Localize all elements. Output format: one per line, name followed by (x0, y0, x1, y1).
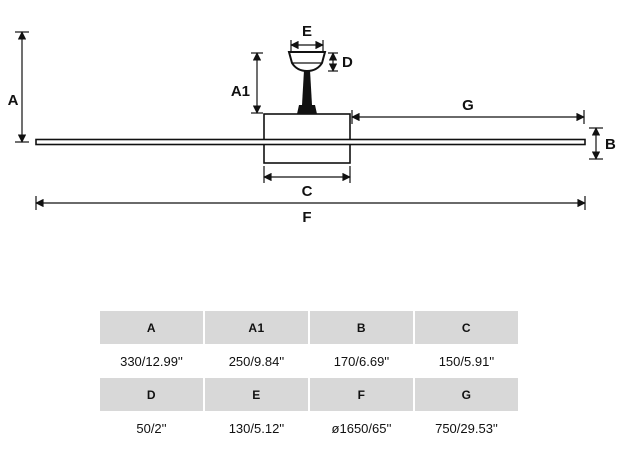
dimension-label-g: G (462, 97, 474, 114)
table-header-e: E (205, 378, 308, 411)
table-value-b: 170/6.69'' (310, 344, 413, 378)
dimension-label-b: B (605, 136, 616, 153)
dimension-label-e: E (302, 23, 312, 40)
table-value-c: 150/5.91'' (415, 344, 518, 378)
dimension-label-f: F (302, 209, 311, 226)
dimension-c (263, 166, 351, 183)
table-header-g: G (415, 378, 518, 411)
fan-blade (35, 138, 586, 146)
dimension-f (35, 196, 586, 210)
fan-dimension-svg: E D A1 A (8, 23, 616, 226)
dimension-a (15, 31, 29, 143)
dimension-b (589, 127, 603, 160)
table-header-d: D (100, 378, 203, 411)
table-header-f: F (310, 378, 413, 411)
table-header-a1: A1 (205, 311, 308, 344)
fan-canopy (287, 51, 327, 73)
dimension-label-a1: A1 (231, 83, 250, 100)
table-value-e: 130/5.12'' (205, 411, 308, 445)
dimension-label-a: A (8, 92, 19, 109)
table-value-f: ø1650/65'' (310, 411, 413, 445)
table-header-c: C (415, 311, 518, 344)
dimension-a1 (251, 52, 263, 114)
table-header-a: A (100, 311, 203, 344)
dimension-label-c: C (302, 183, 313, 200)
fan-downrod-coupling (297, 105, 317, 114)
table-value-g: 750/29.53'' (415, 411, 518, 445)
table-value-d: 50/2'' (100, 411, 203, 445)
dimension-g (351, 110, 585, 124)
fan-dimension-diagram: E D A1 A (8, 23, 616, 226)
dimension-e (290, 40, 324, 51)
table-value-a1: 250/9.84'' (205, 344, 308, 378)
table-header-b: B (310, 311, 413, 344)
dimension-d (328, 52, 338, 72)
dimension-label-d: D (342, 54, 353, 71)
fan-downrod (302, 70, 312, 105)
dimensions-table: A A1 B C 330/12.99'' 250/9.84'' 170/6.69… (100, 311, 518, 445)
fan-motor-housing (263, 113, 351, 164)
table-value-a: 330/12.99'' (100, 344, 203, 378)
